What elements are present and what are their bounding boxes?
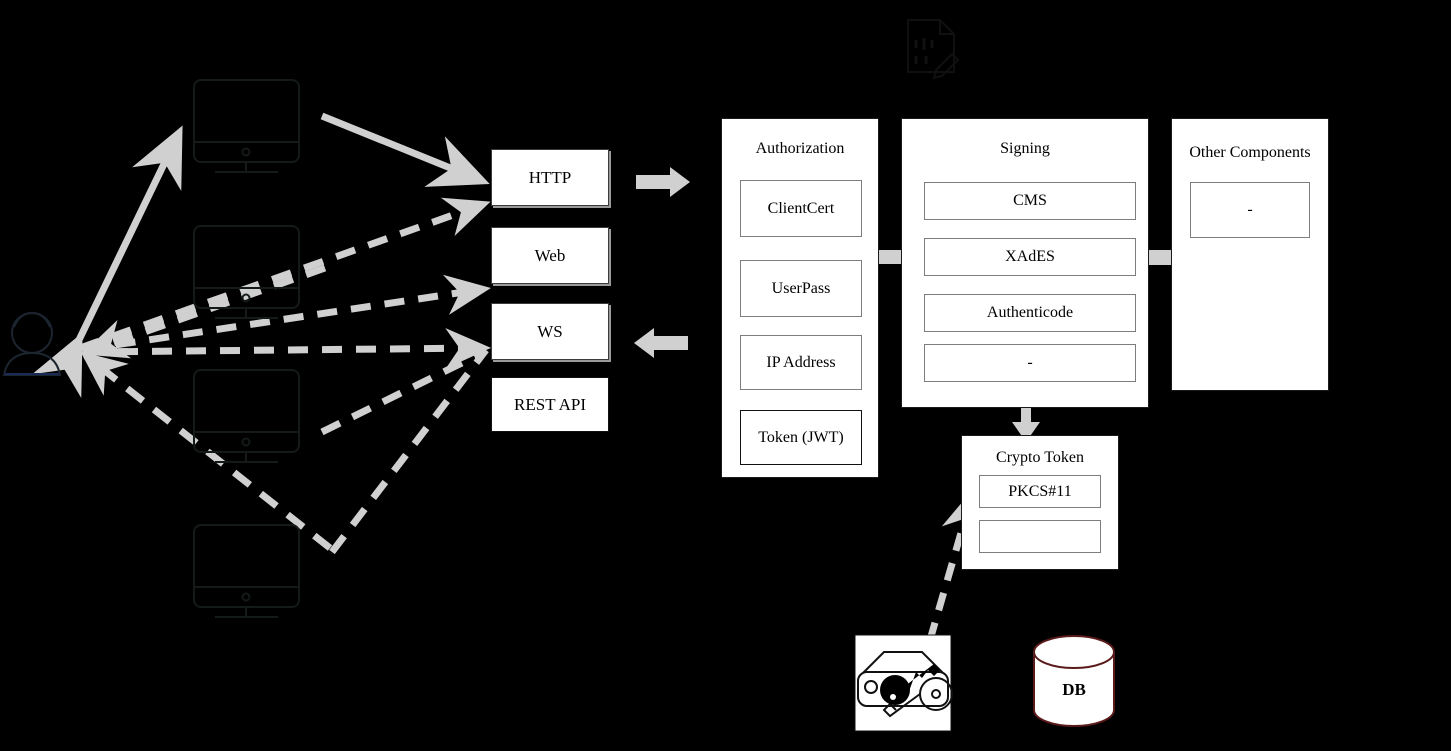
panel-title-other-components: Other Components <box>1189 144 1311 161</box>
edge-client3-actor-dashed <box>81 264 327 359</box>
item-label: - <box>1247 201 1253 218</box>
item-label: ClientCert <box>767 199 835 217</box>
auth-item-token-jwt[interactable]: Token (JWT) <box>740 410 862 465</box>
signing-item-xades[interactable]: XAdES <box>924 238 1136 276</box>
auth-item-clientcert[interactable]: ClientCert <box>740 180 862 237</box>
arrow-signing-to-crypto-token <box>1012 398 1040 442</box>
item-label: PKCS#11 <box>1008 482 1072 500</box>
edge-actor-client1 <box>32 125 183 398</box>
arrow-authorization-to-ws <box>634 328 688 358</box>
client-monitor-1-icon <box>193 79 300 173</box>
edge-client3-ws-dashed <box>320 348 486 436</box>
signing-item-authenticode[interactable]: Authenticode <box>924 294 1136 332</box>
item-label: IP Address <box>766 353 836 371</box>
edge-actor-http-dashed <box>78 197 491 352</box>
database-label: DB <box>1062 680 1086 699</box>
client-monitor-2-icon <box>193 225 300 319</box>
item-label: UserPass <box>771 279 831 297</box>
edge-client4-rest-dashed <box>329 347 489 555</box>
panel-signing: Signing CMS XAdES Authenticode - <box>901 118 1149 408</box>
panel-crypto-token: Crypto Token PKCS#11 <box>961 435 1119 570</box>
protocol-label: Web <box>534 245 566 265</box>
user-actor-icon <box>2 311 62 376</box>
arrow-http-to-authorization <box>636 167 690 197</box>
panel-title-authorization: Authorization <box>755 140 845 157</box>
edge-client1-http <box>320 112 490 187</box>
signing-item-placeholder[interactable]: - <box>924 344 1136 382</box>
item-label: XAdES <box>1005 248 1055 265</box>
panel-other-components: Other Components - <box>1171 118 1329 391</box>
item-label: Token (JWT) <box>758 428 844 446</box>
other-item-placeholder[interactable]: - <box>1190 182 1310 238</box>
protocol-box-rest-api[interactable]: REST API <box>491 377 609 432</box>
database-cylinder-icon <box>1033 635 1115 727</box>
item-label: CMS <box>1013 192 1047 209</box>
auth-item-userpass[interactable]: UserPass <box>740 260 862 317</box>
client-monitor-3-icon <box>193 369 300 463</box>
protocol-label: REST API <box>514 394 586 414</box>
item-label: Authenticode <box>986 304 1074 321</box>
protocol-label: HTTP <box>528 167 572 187</box>
protocol-box-http[interactable]: HTTP <box>491 149 609 206</box>
protocol-label: WS <box>537 321 563 341</box>
protocol-box-web[interactable]: Web <box>491 227 609 284</box>
signing-item-cms[interactable]: CMS <box>924 182 1136 220</box>
client-monitor-4-icon <box>193 524 300 618</box>
crypto-item-pkcs11[interactable]: PKCS#11 <box>979 475 1101 508</box>
document-sign-icon <box>907 19 960 80</box>
protocol-box-ws[interactable]: WS <box>491 303 609 360</box>
panel-authorization: Authorization ClientCert UserPass IP Add… <box>721 118 879 478</box>
panel-title-crypto-token: Crypto Token <box>996 449 1084 466</box>
crypto-item-empty[interactable] <box>979 520 1101 553</box>
hsm-key-safe-icon <box>854 634 953 732</box>
panel-title-signing: Signing <box>1000 140 1050 157</box>
auth-item-ip-address[interactable]: IP Address <box>740 335 862 390</box>
item-label: - <box>1027 354 1033 371</box>
